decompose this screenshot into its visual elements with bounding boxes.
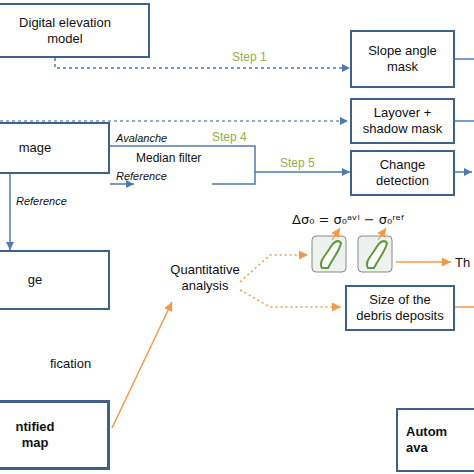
wire [455, 171, 472, 173]
wire [110, 183, 134, 185]
orange-arrow [112, 302, 172, 428]
box-label: Change detection [355, 157, 450, 189]
wire [455, 58, 474, 60]
process-box: Layover + shadow mask [350, 98, 455, 144]
box-label: Autom ava [406, 424, 456, 456]
process-box: Change detection [350, 150, 455, 196]
step-label: Reference [16, 194, 67, 208]
annotation: Avalanche [116, 131, 167, 145]
wire [455, 120, 474, 122]
annotation: Reference [116, 169, 167, 183]
box-label: Size of the debris deposits [350, 292, 450, 324]
annotation: Step 5 [280, 156, 315, 171]
orange-arrow [396, 261, 451, 263]
deposit-outline [321, 241, 341, 268]
annotation: fication [50, 356, 91, 372]
map-thumbnail [312, 236, 346, 272]
process-box: Size of the debris deposits [345, 285, 455, 331]
annotation: Th [455, 255, 470, 271]
deposit-outline [367, 241, 387, 268]
process-box: mage [0, 122, 110, 174]
orange-arrow [332, 228, 340, 240]
box-label: Digital elevation model [13, 15, 117, 47]
orange-dotted-wire [240, 255, 308, 282]
annotation: Quantitative analysis [160, 262, 250, 294]
connector [110, 146, 350, 172]
process-box: ntified map [0, 400, 110, 470]
step-label: Step 1 [232, 50, 267, 65]
process-box: Autom ava [396, 408, 474, 472]
process-box: Digital elevation model [0, 3, 150, 58]
box-label: Layover + shadow mask [355, 105, 450, 137]
process-box: ge [0, 250, 110, 310]
annotation: Step 4 [212, 130, 247, 145]
box-label: mage [19, 140, 52, 156]
orange-arrow [378, 228, 386, 240]
map-thumbnail [358, 236, 392, 272]
box-label: Slope angle mask [355, 43, 450, 75]
connector [9, 174, 11, 250]
box-label: ntified map [4, 419, 66, 451]
process-box: Slope angle mask [350, 30, 455, 88]
orange-dotted-wire [240, 290, 341, 307]
connector [55, 58, 350, 68]
orange-wire [455, 306, 474, 308]
box-label: ge [28, 272, 42, 288]
annotation: Median filter [136, 151, 201, 166]
bracket [212, 172, 255, 184]
annotation: Δσ₀ = σ₀ᵃᵛˡ − σ₀ʳᵉᶠ [292, 212, 405, 228]
